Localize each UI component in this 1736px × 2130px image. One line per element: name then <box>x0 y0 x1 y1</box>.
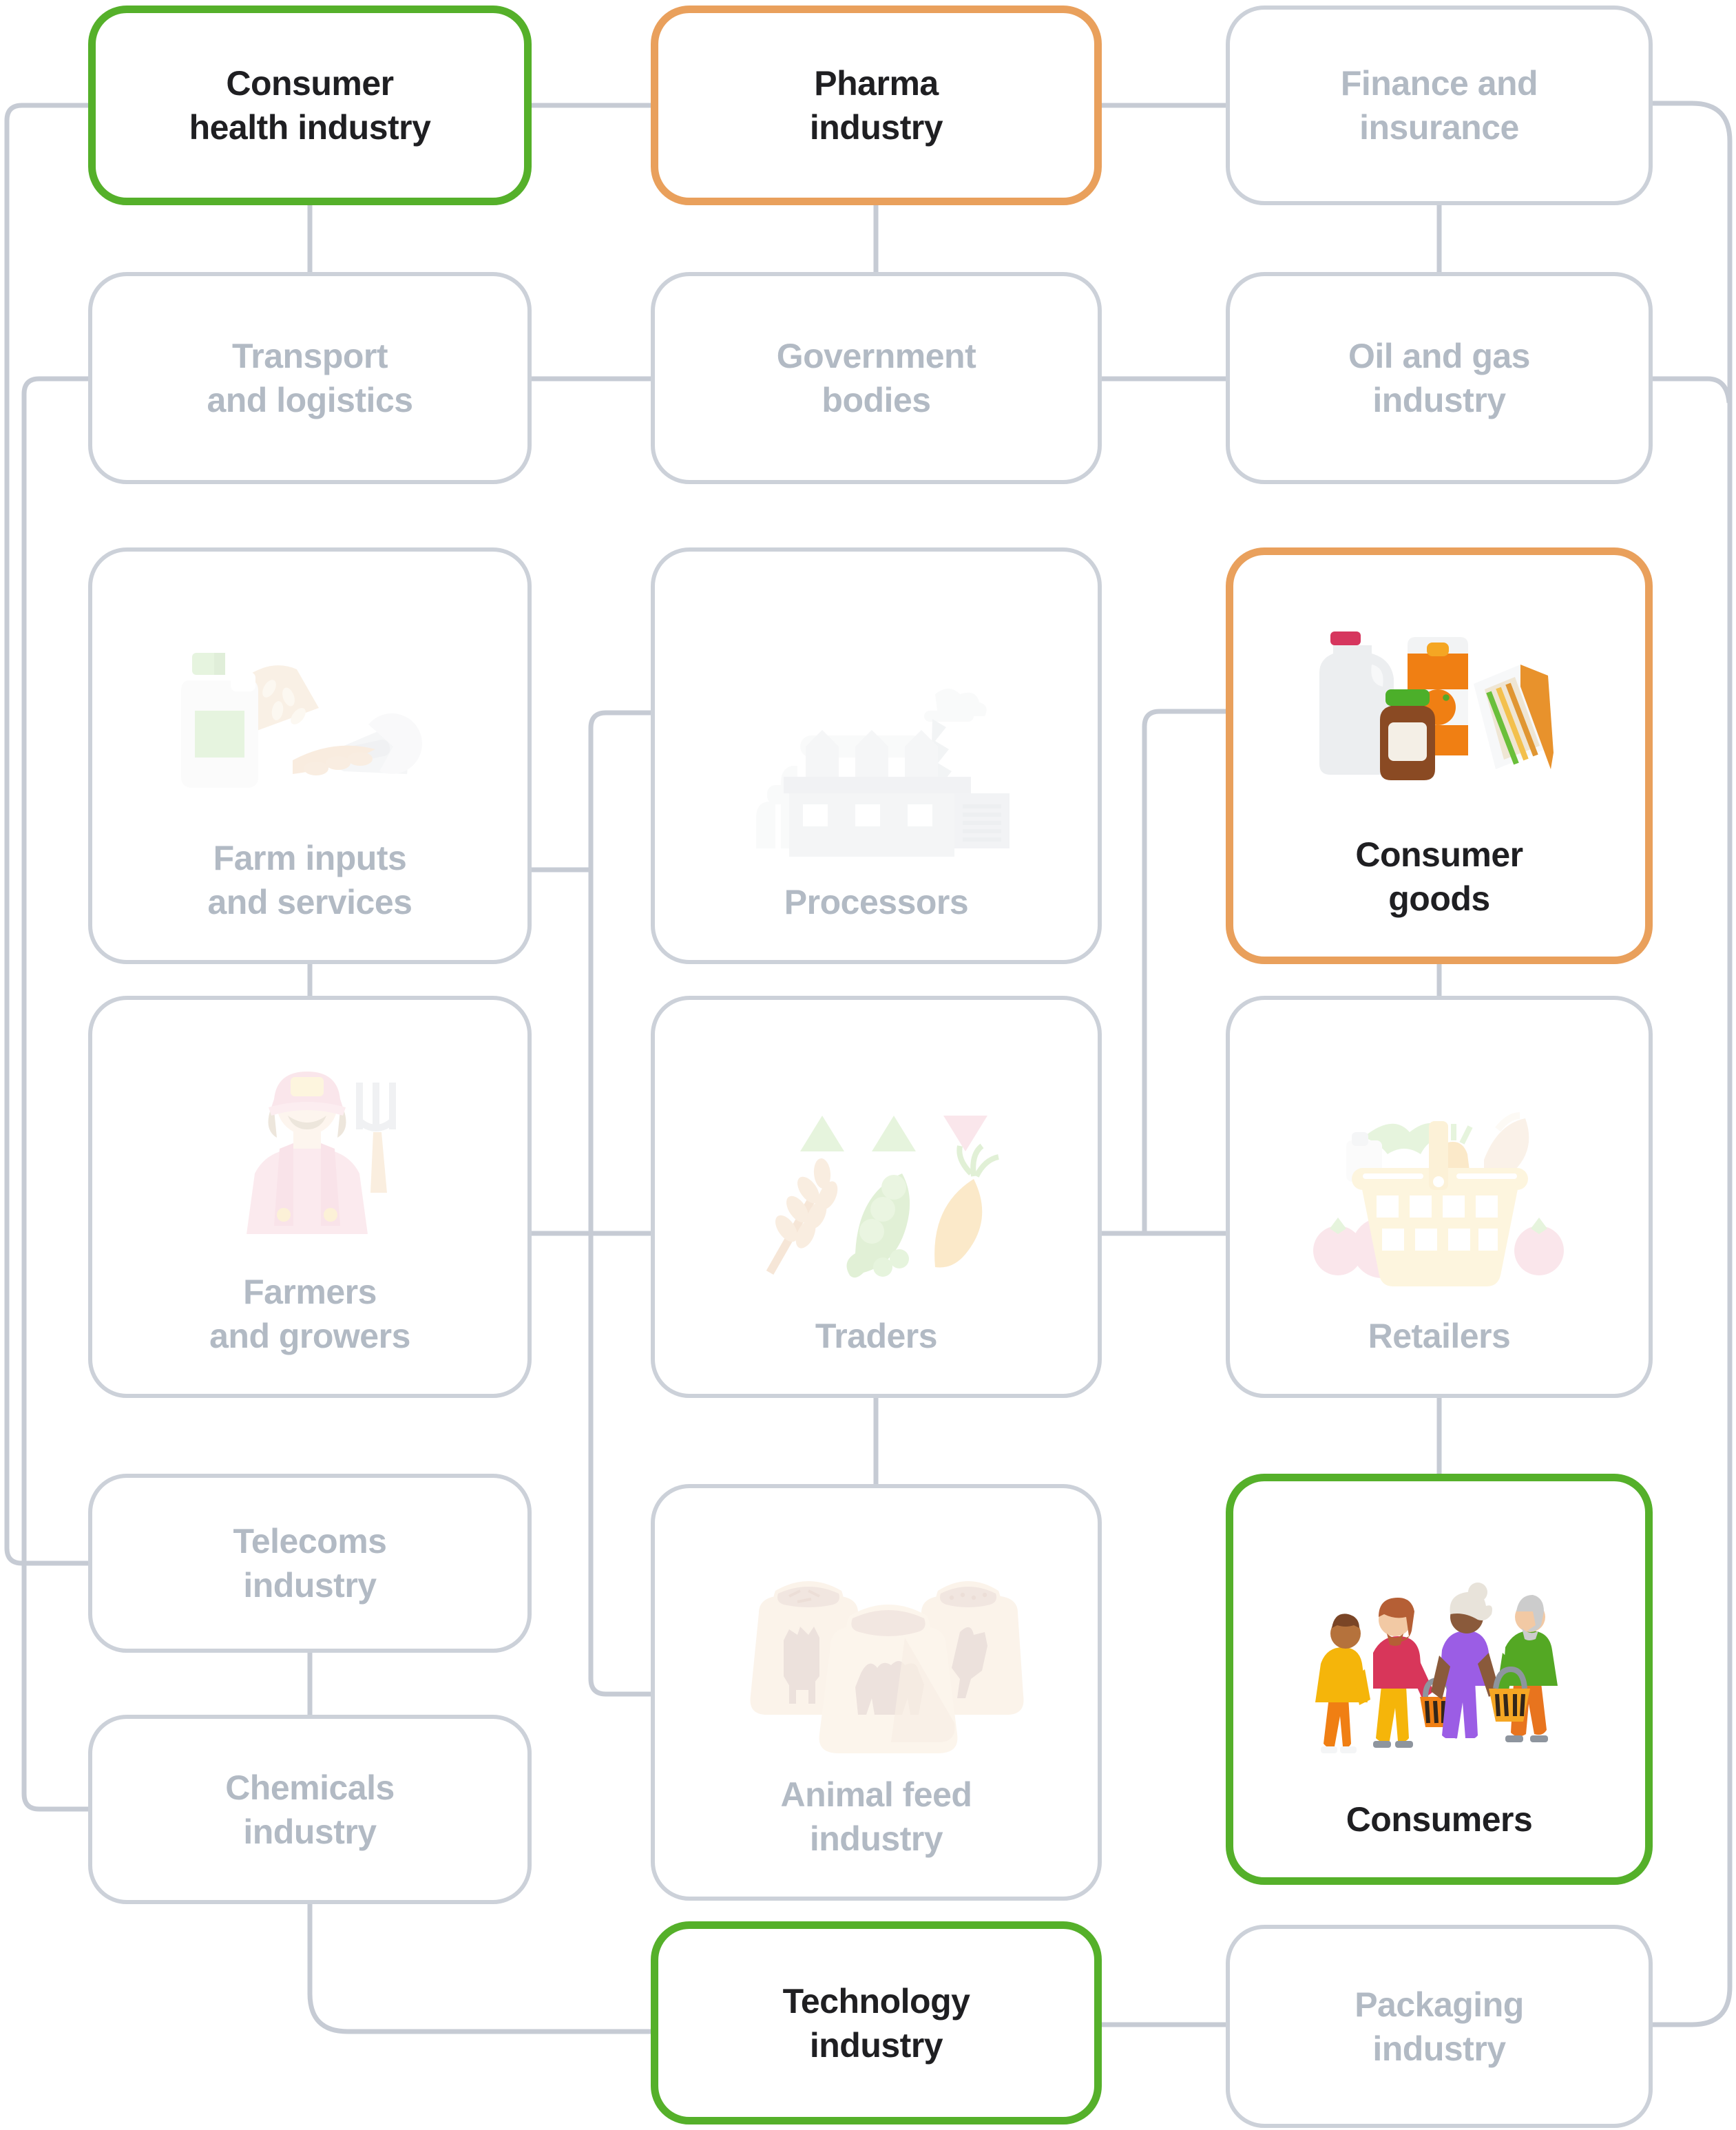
node-label: Consumer health industry <box>189 64 431 147</box>
node-packaging-industry[interactable]: Packaging industry <box>1226 1925 1653 2128</box>
farm-supplies-icon <box>181 653 423 788</box>
node-label: Transport and logistics <box>207 337 413 419</box>
node-label: Technology industry <box>782 1981 970 2065</box>
node-retailers[interactable]: Retailers <box>1226 996 1653 1398</box>
node-animal-feed-industry[interactable]: Animal feed industry <box>651 1484 1102 1901</box>
node-finance-and-insurance[interactable]: Finance and insurance <box>1226 6 1653 205</box>
node-label: Packaging industry <box>1355 1985 1524 2068</box>
node-chemicals-industry[interactable]: Chemicals industry <box>88 1715 532 1904</box>
node-label: Pharma industry <box>809 64 943 147</box>
node-label: Consumer goods <box>1355 835 1523 918</box>
node-label: Telecoms industry <box>233 1522 387 1605</box>
node-farmers-and-growers[interactable]: Farmers and growers <box>88 996 532 1398</box>
crops-trading-icon <box>766 1116 999 1278</box>
node-label: Animal feed industry <box>780 1775 972 1858</box>
factory-icon <box>755 689 1010 857</box>
node-government-bodies[interactable]: Government bodies <box>651 272 1102 484</box>
node-oil-and-gas-industry[interactable]: Oil and gas industry <box>1226 272 1653 484</box>
node-label: Processors <box>784 883 969 921</box>
node-traders[interactable]: Traders <box>651 996 1102 1398</box>
node-label: Chemicals industry <box>225 1768 395 1851</box>
node-label: Retailers <box>1368 1317 1511 1355</box>
node-telecoms-industry[interactable]: Telecoms industry <box>88 1474 532 1653</box>
shopping-basket-icon <box>1313 1112 1564 1286</box>
node-processors[interactable]: Processors <box>651 547 1102 964</box>
node-pharma-industry[interactable]: Pharma industry <box>651 6 1102 205</box>
node-farm-inputs-and-services[interactable]: Farm inputs and services <box>88 547 532 964</box>
node-transport-and-logistics[interactable]: Transport and logistics <box>88 272 532 484</box>
node-label: Farmers and growers <box>209 1273 410 1355</box>
feed-sacks-icon <box>750 1581 1023 1753</box>
node-consumers[interactable]: Consumers <box>1226 1474 1653 1885</box>
node-label: Finance and insurance <box>1340 64 1538 147</box>
node-technology-industry[interactable]: Technology industry <box>651 1921 1102 2124</box>
node-label: Oil and gas industry <box>1348 337 1531 419</box>
node-label: Traders <box>815 1317 938 1355</box>
grocery-products-icon <box>1319 631 1554 780</box>
node-label: Government bodies <box>776 337 976 419</box>
node-consumer-goods[interactable]: Consumer goods <box>1226 547 1653 964</box>
farmer-icon <box>247 1072 396 1234</box>
node-label: Farm inputs and services <box>207 839 412 921</box>
node-label: Consumers <box>1346 1800 1533 1839</box>
node-consumer-health-industry[interactable]: Consumer health industry <box>88 6 532 205</box>
shoppers-icon <box>1315 1583 1558 1753</box>
